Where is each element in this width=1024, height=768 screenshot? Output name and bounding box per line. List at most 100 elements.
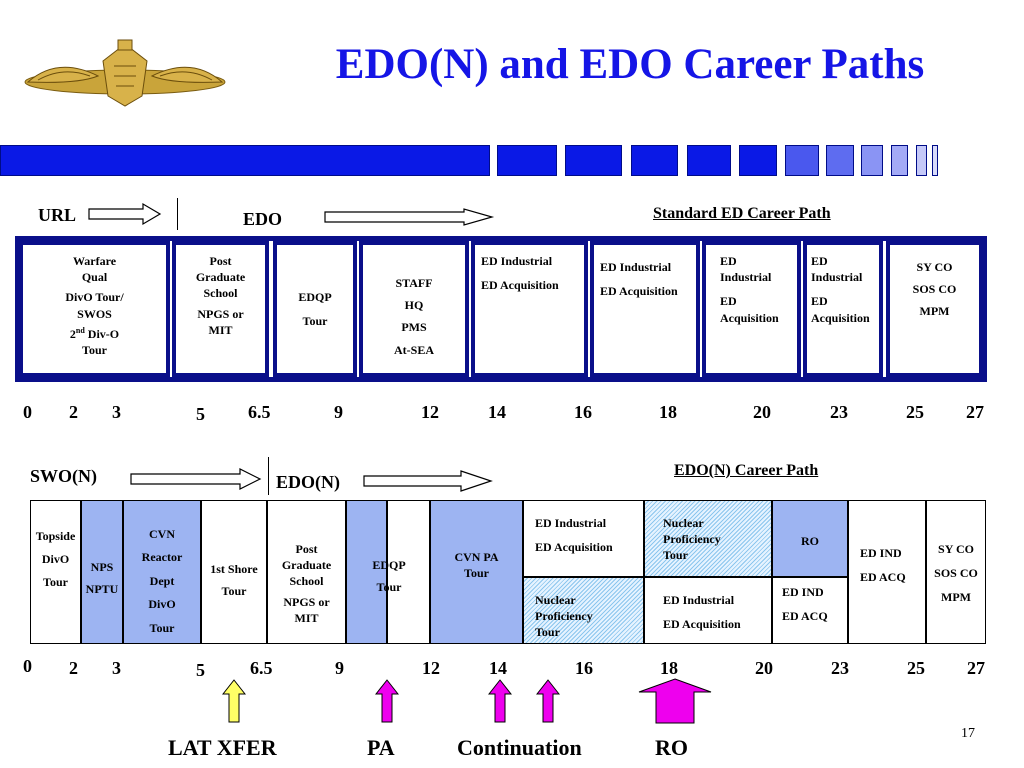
year-tick: 5 [196,660,205,680]
standard-path-frame [15,236,987,382]
header-band-segment [497,145,557,176]
edon-arrow-icon [363,470,493,492]
header-band-segment [631,145,678,176]
cell-text: PMS [401,320,427,335]
year-tick: 6.5 [248,402,271,422]
legend-pa: PA [367,735,395,760]
cvn-pa-tour-cell: CVN PA Tour [430,500,523,644]
year-tick: 18 [659,402,677,422]
cell-text: Proficiency [535,609,593,624]
sy-co-cell: SY CO SOS CO MPM [886,241,983,377]
year-tick: 2 [69,658,78,678]
ed-ind-acq-cell: ED IND ED ACQ [848,500,926,644]
year-tick: 3 [112,658,121,678]
cell-text: Nuclear [535,593,576,607]
legend-ro: RO [655,735,688,760]
header-band-segment [785,145,819,176]
year-tick: 27 [967,658,985,678]
cell-text: HQ [404,298,424,313]
cell-text: SY CO [916,260,953,274]
divider-line [177,198,178,230]
year-tick: 0 [23,402,32,422]
year-tick: 14 [489,658,507,678]
ro-up-arrow-icon [638,678,712,724]
cell-text: 2nd Div-O [69,325,120,341]
edqp-white-cell [387,500,430,644]
header-band-segment [916,145,927,176]
year-tick: 5 [196,404,205,424]
cell-text: School [203,286,238,301]
legend-lat-xfer: LAT XFER [168,735,277,760]
cell-text: Tour [43,574,68,589]
ed-industrial-cell: ED Industrial ED Acquisition [644,577,772,644]
cell-text: ED Industrial [663,593,735,607]
cell-text: Tour [376,579,402,594]
cell-text: ED IND [860,546,902,560]
page-title: EDO(N) and EDO Career Paths [335,41,925,88]
header-band-segment [565,145,622,176]
edqp-tour-text: EDQP Tour [360,555,418,598]
year-tick: 9 [335,658,344,678]
swo-label: SWO(N) [30,466,97,486]
cell-text: 1st Shore [210,562,258,576]
url-label: URL [38,205,77,225]
cell-text: Proficiency [663,532,721,547]
divider-line [268,457,269,495]
ed-industrial-cell: ED Industrial ED Acquisition [523,500,644,577]
cell-text: CVN PA [454,550,499,564]
cvn-reactor-cell: CVN Reactor Dept DivO Tour [123,500,201,644]
header-band-segment [739,145,777,176]
ed-industrial-cell: ED Industrial ED Acquisition [702,241,801,377]
cell-text: Graduate [195,270,246,285]
cell-text: DivO Tour/ [65,290,124,305]
cell-text: School [289,574,324,589]
cell-text: MPM [941,590,971,605]
cell-text: Industrial [720,270,772,285]
year-tick: 20 [753,402,771,422]
cell-text: NPS [90,560,114,574]
header-band-segment [687,145,731,176]
header-band-segment [0,145,490,176]
cell-text: ED ACQ [860,570,906,585]
cell-text: Post [295,542,318,556]
topside-divo-cell: Topside DivO Tour [30,500,81,644]
edo-label: EDO [243,209,283,229]
cell-text: ED IND [782,585,824,599]
cell-text: DivO [148,597,176,612]
year-tick: 2 [69,402,78,422]
cell-text: ED Acquisition [663,617,741,632]
cell-text: EDQP [372,558,406,572]
sy-co-cell: SY CO SOS CO MPM [926,500,986,644]
nuclear-proficiency-cell: Nuclear Proficiency Tour [523,577,644,644]
cell-text: Nuclear [663,516,704,530]
cell-text: Tour [149,620,175,635]
first-shore-cell: 1st Shore Tour [201,500,267,644]
cell-text: Warfare [72,254,117,268]
ed-industrial-cell: ED Industrial ED Acquisition [590,241,700,377]
cell-text: Tour [221,583,247,598]
cell-text: EDQP [298,290,332,304]
cell-text: ED [720,294,737,309]
nuclear-proficiency-cell: Nuclear Proficiency Tour [644,500,772,577]
cell-text: Tour [535,625,560,640]
url-arrow-icon [88,202,162,226]
ed-industrial-cell: ED Industrial ED Acquisition [803,241,883,377]
header-band-segment [826,145,854,176]
cell-text: DivO [41,551,70,566]
cell-text: SOS CO [912,282,957,297]
header-band-segment [932,145,938,176]
nps-nptu-cell: NPS NPTU [81,500,123,644]
cell-text: CVN [149,527,175,541]
cell-text: STAFF [395,276,433,290]
page-number: 17 [961,726,975,741]
header-band-segment [891,145,908,176]
cell-text: MIT [294,610,319,625]
surface-warfare-insignia-logo [24,39,226,107]
year-tick: 6.5 [250,658,273,678]
year-tick: 18 [660,658,678,678]
cell-text: Tour [663,548,688,563]
cell-text: RO [801,534,819,548]
warfare-qual-cell: Warfare Qual DivO Tour/ SWOS 2nd Div-O T… [19,241,170,377]
year-tick: 14 [488,402,506,422]
standard-path-title: Standard ED Career Path [653,205,831,222]
